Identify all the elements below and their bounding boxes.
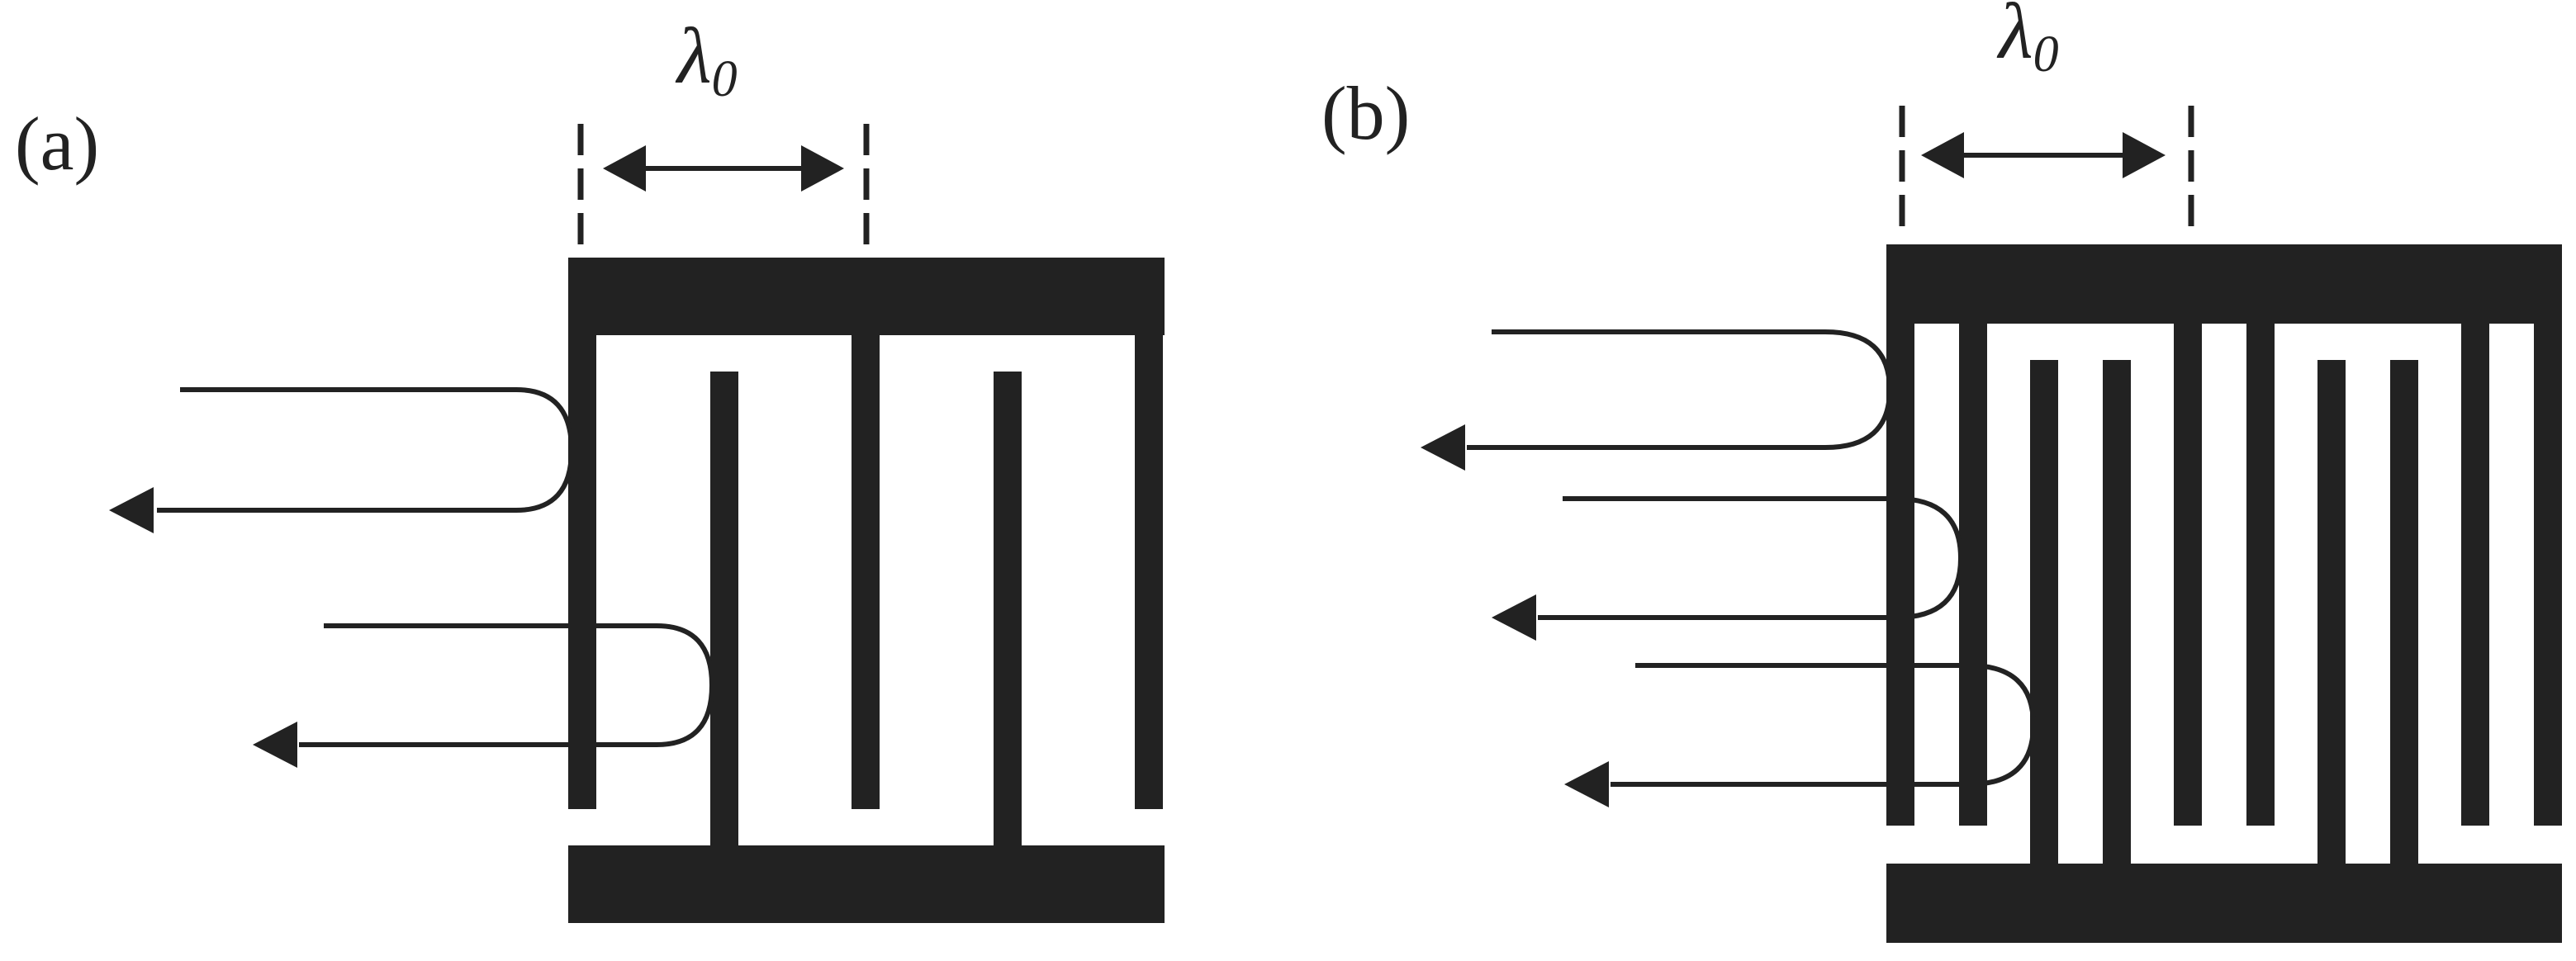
panel-a-wave-reflection [157, 387, 575, 513]
panel-a-dimension-arrowhead-right [801, 145, 844, 192]
panel-b-wavelength-dimension: λ0 [1899, 0, 2194, 239]
panel-b-top-finger [1959, 320, 1987, 826]
panel-b-bottom-busbar [1886, 864, 2562, 943]
panel-b-bottom-finger [2030, 360, 2058, 867]
panel-a-lambda-subscript: 0 [712, 51, 738, 107]
panel-a-dimension-arrowhead-left [603, 145, 646, 192]
panel-a-top-finger [568, 330, 596, 809]
panel-b-dimension-arrowhead-left [1921, 132, 1964, 178]
panel-a-bottom-finger [710, 372, 738, 850]
panel-b-wave-reflection [1611, 663, 2037, 787]
panel-b-bottom-finger [2390, 360, 2418, 867]
panel-b-top-finger [2174, 320, 2202, 826]
panel-a-wave-arrowhead [109, 487, 154, 533]
panel-a-label: (a) [15, 102, 99, 186]
panel-b-top-finger [2461, 320, 2489, 826]
panel-b-wave-reflection [1538, 496, 1964, 620]
panel-b-wave-arrowhead [1492, 594, 1536, 641]
panel-a-lambda-symbol: λ [675, 12, 712, 100]
panel-a-reflected-waves [109, 387, 715, 768]
panel-b-wave-arrowhead [1421, 424, 1465, 471]
panel-b-top-finger [2534, 320, 2562, 826]
panel-a-top-finger [852, 330, 880, 809]
panel-b-lambda-label: λ0 [1996, 0, 2059, 83]
panel-a-wave-reflection [299, 623, 715, 747]
panel-b-top-finger [1886, 320, 1914, 826]
panel-b-lambda-symbol: λ [1996, 0, 2033, 75]
panel-b-label: (b) [1321, 71, 1410, 155]
panel-a-top-busbar [568, 258, 1165, 335]
panel-b-dimension-arrowhead-right [2123, 132, 2166, 178]
panel-a-lambda-label: λ0 [675, 12, 738, 107]
panel-b-wave-arrowhead [1564, 761, 1609, 807]
panel-a-wavelength-dimension: λ0 [577, 12, 870, 254]
panel-a-bottom-busbar [568, 845, 1165, 923]
panel-a-top-finger [1135, 330, 1163, 809]
panel-a-bottom-finger [994, 372, 1022, 850]
panel-b-bottom-finger [2103, 360, 2131, 867]
panel-b-electrodes [1886, 244, 2562, 943]
panel-a-electrodes [568, 258, 1165, 923]
panel-b-top-finger [2246, 320, 2275, 826]
panel-b-bottom-finger [2317, 360, 2346, 867]
panel-b-top-busbar [1886, 244, 2562, 324]
panel-a-wave-arrowhead [253, 722, 297, 768]
panel-b-lambda-subscript: 0 [2033, 26, 2059, 83]
panel-b: (b) λ0 [1321, 0, 2562, 943]
panel-b-wave-reflection [1467, 329, 1893, 450]
panel-a: (a) λ0 [15, 12, 1165, 923]
panel-b-reflected-waves [1421, 329, 2037, 807]
